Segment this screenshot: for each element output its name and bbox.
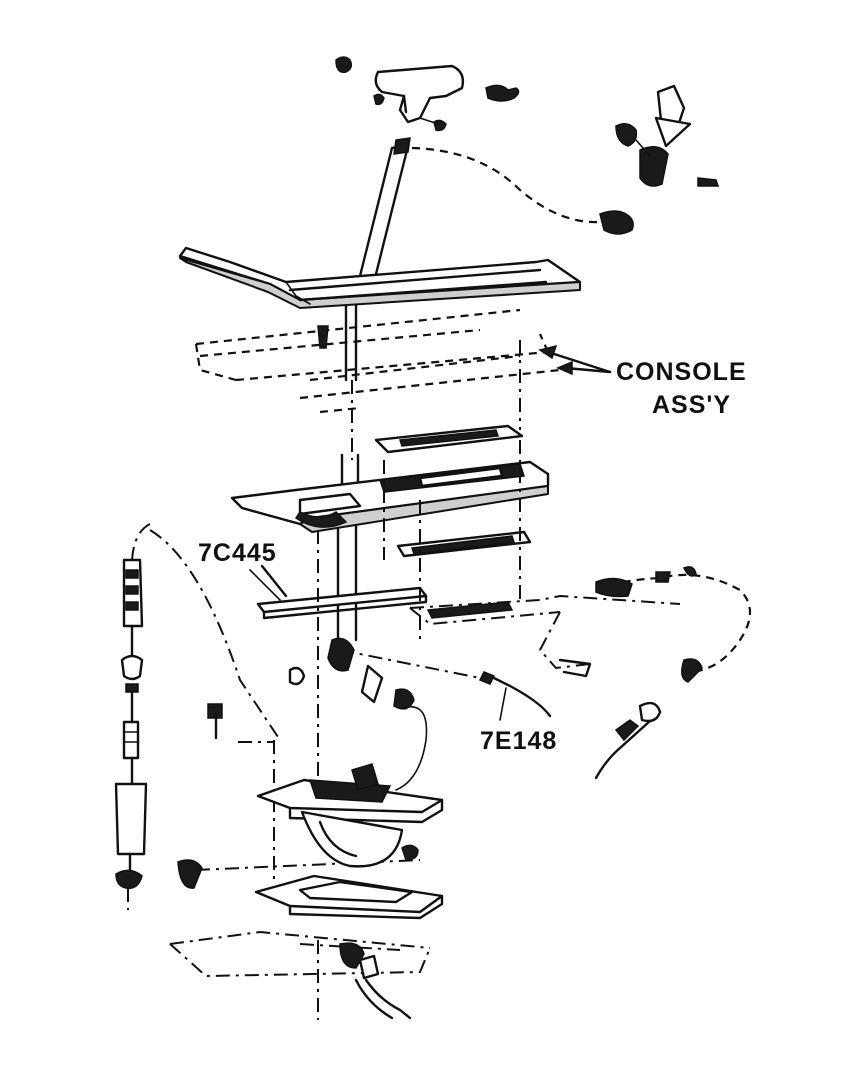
upper-right-switch-linkage xyxy=(411,84,720,235)
part-number-leaders xyxy=(249,569,507,721)
part-number-7c445-label: 7C445 xyxy=(198,539,277,567)
console-upper-trim xyxy=(178,246,582,309)
shifter-base-bracket xyxy=(256,763,444,868)
part-7e148-wire xyxy=(339,649,552,718)
console-leader-arrows xyxy=(538,344,612,376)
lower-left-clip xyxy=(177,859,203,889)
console-assembly-dashed xyxy=(194,308,561,414)
floor-pan-lower-linkage xyxy=(169,930,431,1020)
left-shift-cable xyxy=(114,523,151,889)
shift-handle-assembly xyxy=(335,56,520,132)
part-number-7e148-label: 7E148 xyxy=(480,727,558,755)
console-assy-label-line2: ASS'Y xyxy=(652,391,732,419)
shift-linkage-pieces xyxy=(207,637,428,791)
indicator-plate-dashed xyxy=(409,594,681,678)
right-wiring-harness xyxy=(594,566,752,780)
shift-bezel-plate xyxy=(230,460,550,533)
part-7c445-slide-rail xyxy=(256,564,428,620)
indicator-lens-strip xyxy=(374,424,524,454)
lower-lens-strip xyxy=(396,530,532,558)
console-assy-label-line1: CONSOLE xyxy=(616,358,747,386)
mounting-gasket-plate xyxy=(254,874,444,920)
shift-lever-rod xyxy=(336,137,411,642)
